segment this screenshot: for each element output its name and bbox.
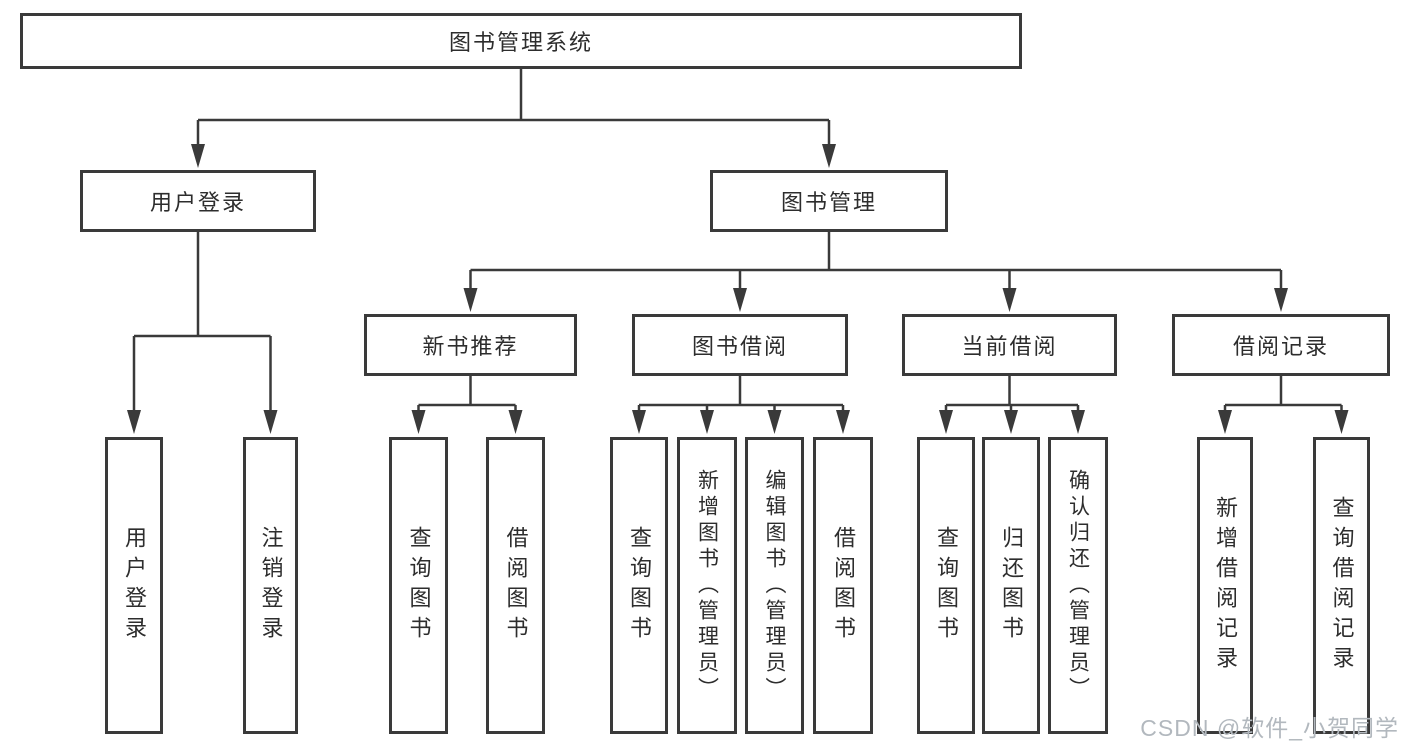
node-label: 图书借阅 bbox=[691, 334, 788, 359]
node-new-book-recommend: 新书推荐 bbox=[364, 314, 577, 376]
leaf-add-book-admin: 新增图书（管理员） bbox=[677, 437, 737, 734]
leaf-edit-book-admin: 编辑图书（管理员） bbox=[745, 437, 804, 734]
leaf-query-books-recommend: 查询图书 bbox=[389, 437, 448, 734]
node-book-management: 图书管理 bbox=[710, 170, 948, 232]
node-root-library-system: 图书管理系统 bbox=[20, 13, 1022, 69]
node-current-borrow: 当前借阅 bbox=[902, 314, 1117, 376]
leaf-return-book: 归还图书 bbox=[982, 437, 1040, 734]
leaf-query-books-current: 查询图书 bbox=[917, 437, 975, 734]
leaf-query-books-borrow: 查询图书 bbox=[610, 437, 668, 734]
node-book-borrow: 图书借阅 bbox=[632, 314, 848, 376]
node-label: 借阅记录 bbox=[1232, 334, 1329, 359]
node-label: 新书推荐 bbox=[422, 334, 519, 359]
node-label: 用户登录 bbox=[149, 190, 246, 215]
csdn-watermark: CSDN @软件_小贺同学 bbox=[1140, 715, 1399, 741]
leaf-add-borrow-record: 新增借阅记录 bbox=[1197, 437, 1253, 734]
leaf-user-login: 用户登录 bbox=[105, 437, 163, 734]
leaf-confirm-return-admin: 确认归还（管理员） bbox=[1048, 437, 1108, 734]
node-user-login: 用户登录 bbox=[80, 170, 316, 232]
node-label: 图书管理 bbox=[780, 190, 877, 215]
node-borrow-records: 借阅记录 bbox=[1172, 314, 1390, 376]
leaf-borrow-book: 借阅图书 bbox=[813, 437, 873, 734]
leaf-logout: 注销登录 bbox=[243, 437, 298, 734]
node-label: 图书管理系统 bbox=[448, 30, 593, 55]
node-label: 当前借阅 bbox=[961, 334, 1058, 359]
arrowheads bbox=[127, 144, 1349, 434]
leaf-borrow-books-recommend: 借阅图书 bbox=[486, 437, 545, 734]
leaf-query-borrow-record: 查询借阅记录 bbox=[1313, 437, 1370, 734]
